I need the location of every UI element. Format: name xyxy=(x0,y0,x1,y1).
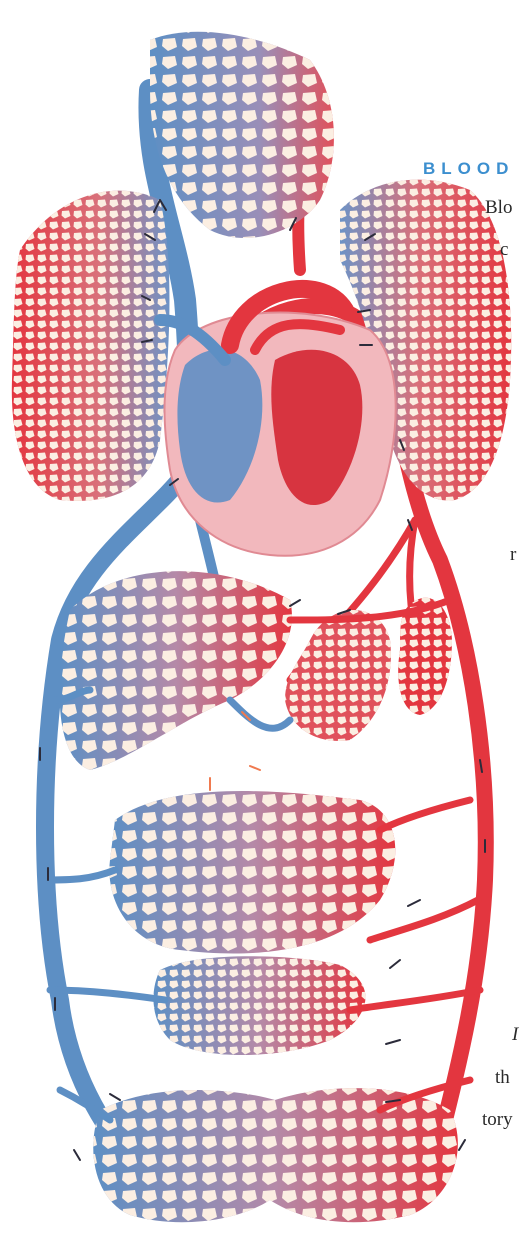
text-fragment: I xyxy=(512,1025,518,1044)
text-fragment: th xyxy=(495,1068,510,1087)
intestine-capillaries xyxy=(109,791,395,953)
text-fragment: c xyxy=(500,240,508,259)
text-fragment: r xyxy=(510,545,516,564)
text-fragment: tory xyxy=(482,1110,513,1129)
section-heading: BLOOD xyxy=(423,160,514,177)
stomach-capillaries xyxy=(285,610,391,741)
kidney-capillaries xyxy=(153,956,365,1055)
liver-capillaries xyxy=(60,571,292,770)
head-capillaries xyxy=(150,32,334,238)
lower-body-capillaries xyxy=(93,1088,458,1222)
text-fragment: Blo xyxy=(485,198,512,217)
left-lung xyxy=(12,191,170,501)
heart xyxy=(160,289,396,556)
